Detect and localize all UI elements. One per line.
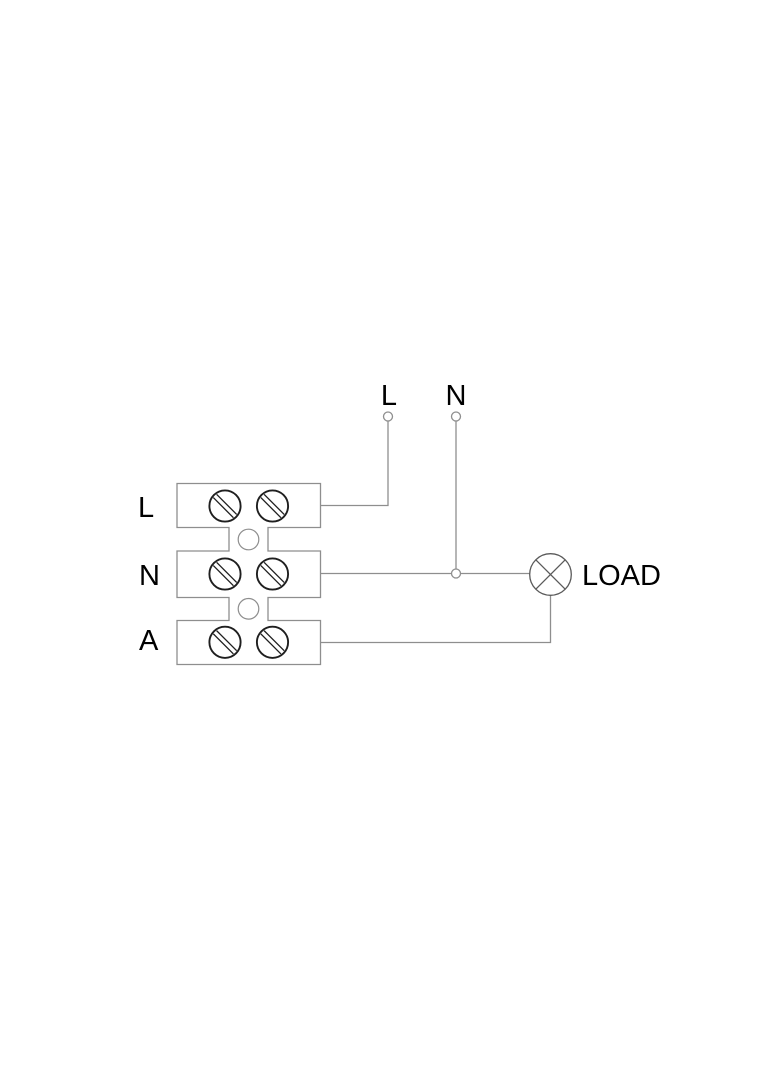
wire-junction-node — [450, 568, 462, 579]
terminal-row-label-l: L — [138, 492, 154, 524]
strip-mounting-hole — [237, 597, 260, 620]
screw-terminal-icon — [208, 625, 242, 659]
supply-connection-point-live — [382, 411, 394, 422]
terminal-strip-outline — [176, 482, 322, 666]
screw-terminal-icon — [208, 557, 242, 591]
screw-terminal-icon — [255, 557, 290, 591]
strip-mounting-hole — [237, 528, 260, 551]
terminal-row-label-a: A — [139, 625, 159, 657]
wire-aux-to-load — [320, 595, 552, 644]
supply-live-label: L — [381, 380, 397, 412]
screw-terminal-icon — [255, 489, 290, 523]
wire-live-supply — [320, 421, 389, 507]
load-lamp-icon — [529, 553, 572, 596]
terminal-row-label-n: N — [139, 560, 160, 592]
supply-neutral-label: N — [446, 380, 467, 412]
supply-connection-point-neutral — [450, 411, 462, 422]
load-label: LOAD — [582, 560, 661, 592]
screw-terminal-icon — [208, 489, 242, 523]
screw-terminal-icon — [255, 625, 290, 659]
